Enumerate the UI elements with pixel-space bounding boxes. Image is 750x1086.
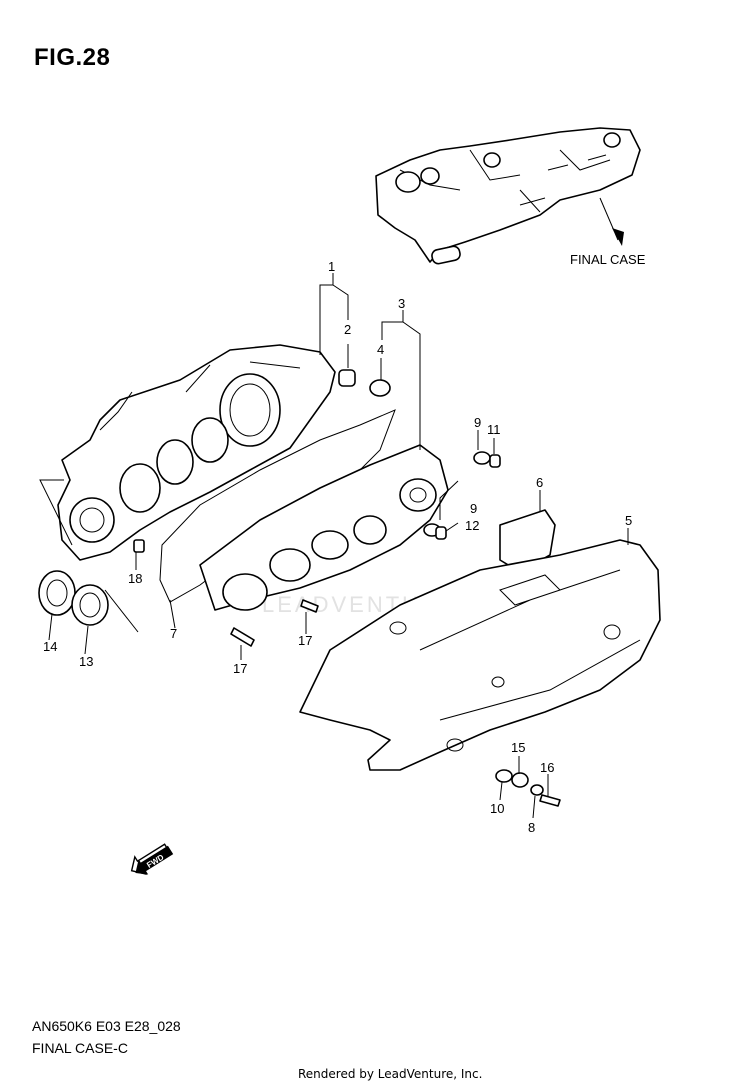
bushing-4-illustration (369, 379, 391, 397)
callout-7: 7 (170, 626, 177, 641)
callout-10: 10 (490, 801, 504, 816)
callout-17-lower: 17 (233, 661, 247, 676)
final-case-assembly-illustration (375, 127, 641, 265)
leader-lines (48, 273, 629, 819)
bolt-16-illustration (539, 794, 561, 807)
callout-1: 1 (328, 259, 335, 274)
callout-4: 4 (377, 342, 384, 357)
oil-seal-14-illustration (38, 570, 76, 616)
final-case-cover-illustration (199, 444, 449, 611)
cover-plate-6-illustration (499, 509, 556, 573)
bolt-17-illustration (230, 599, 319, 647)
callout-13: 13 (79, 654, 93, 669)
callout-3: 3 (398, 296, 405, 311)
washer-8-illustration (530, 784, 544, 796)
callout-8: 8 (528, 820, 535, 835)
callout-12: 12 (465, 518, 479, 533)
callout-6: 6 (536, 475, 543, 490)
bushing-2-illustration (338, 369, 356, 387)
grommet-15-illustration (511, 772, 529, 788)
bolt-11-illustration (489, 454, 501, 468)
callout-2: 2 (344, 322, 351, 337)
bolt-12-illustration (435, 526, 447, 540)
collar-10-illustration (495, 769, 513, 783)
callout-15: 15 (511, 740, 525, 755)
callout-9-upper: 9 (474, 415, 481, 430)
model-code: AN650K6 E03 E28_028 (32, 1018, 181, 1034)
final-case-outer-cover-illustration (299, 539, 661, 771)
crankcase-cover-illustration (39, 344, 336, 633)
callout-18: 18 (128, 571, 142, 586)
render-credit: Rendered by LeadVenture, Inc. (298, 1067, 483, 1081)
section-name: FINAL CASE-C (32, 1040, 128, 1056)
gasket-illustration (159, 409, 396, 603)
figure-title: FIG.28 (34, 44, 111, 71)
final-case-label: FINAL CASE (570, 252, 646, 267)
callout-16: 16 (540, 760, 554, 775)
callout-9-lower: 9 (470, 501, 477, 516)
callout-11: 11 (487, 422, 501, 437)
oil-seal-13-illustration (71, 584, 109, 626)
washer-9-illustration (473, 451, 491, 465)
callout-14: 14 (43, 639, 57, 654)
callout-5: 5 (625, 513, 632, 528)
forward-arrow-icon: FWD (130, 843, 174, 875)
callout-17-upper: 17 (298, 633, 312, 648)
dowel-pin-illustration (133, 539, 145, 553)
